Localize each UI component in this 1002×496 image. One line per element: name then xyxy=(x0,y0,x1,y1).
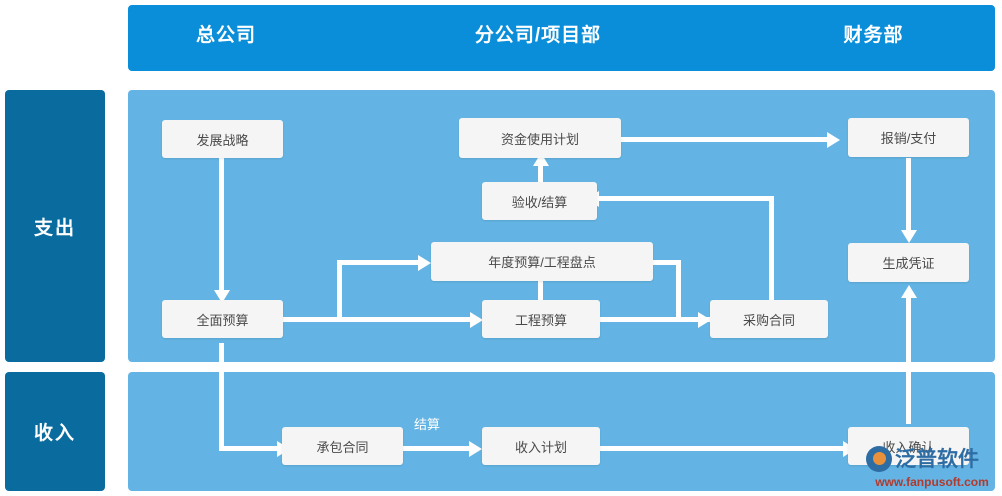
connector-fund-plan-to-reimbursement xyxy=(621,137,833,142)
connector-strategy-to-overall-budget xyxy=(219,158,224,294)
node-generate-voucher[interactable]: 生成凭证 xyxy=(848,243,969,282)
connector-purchase-contract-inlet xyxy=(676,317,710,322)
node-income-plan[interactable]: 收入计划 xyxy=(482,427,600,465)
arrowhead-overall-budget-to-project-budget xyxy=(470,312,483,328)
connector-annual-budget-dropper xyxy=(676,260,681,320)
connector-purchase-contract-to-acceptance xyxy=(597,196,772,201)
arrowhead-fund-plan-to-reimbursement xyxy=(827,132,840,148)
connector-overall-budget-to-project-budget xyxy=(283,317,476,322)
arrowhead-to-purchase-contract xyxy=(698,312,711,328)
connector-acceptance-to-fund-plan xyxy=(538,160,543,184)
connector-overall-budget-riser xyxy=(337,260,342,320)
node-reimbursement-payment[interactable]: 报销/支付 xyxy=(848,118,969,157)
connector-reimbursement-to-voucher xyxy=(906,158,911,234)
row-label-expense: 支出 xyxy=(5,90,105,362)
column-header-head-office: 总公司 xyxy=(195,24,256,46)
connector-overall-budget-to-contracting-riser xyxy=(219,343,224,451)
node-project-budget[interactable]: 工程预算 xyxy=(482,300,600,338)
arrowhead-strategy-to-overall-budget xyxy=(214,290,230,303)
arrowhead-reimbursement-to-voucher xyxy=(901,230,917,243)
connector-overall-budget-to-contracting xyxy=(219,446,282,451)
row-label-income: 收入 xyxy=(5,372,105,491)
arrowhead-overall-budget-to-annual-budget xyxy=(418,255,431,271)
connector-purchase-contract-riser xyxy=(769,196,774,300)
node-overall-budget[interactable]: 全面预算 xyxy=(162,300,283,338)
column-header-bar xyxy=(128,5,995,71)
connector-annual-budget-out xyxy=(653,260,681,265)
connector-contracting-to-income-plan xyxy=(403,446,475,451)
node-fund-usage-plan[interactable]: 资金使用计划 xyxy=(459,118,621,158)
column-header-branch-project: 分公司/项目部 xyxy=(474,24,602,46)
connector-income-confirmation-to-voucher xyxy=(906,292,911,424)
node-purchase-contract[interactable]: 采购合同 xyxy=(710,300,828,338)
connector-income-plan-to-income-confirmation xyxy=(600,446,850,451)
column-header-finance: 财务部 xyxy=(843,24,904,46)
node-acceptance-settlement[interactable]: 验收/结算 xyxy=(482,182,597,220)
arrowhead-income-confirmation-to-voucher xyxy=(901,285,917,298)
arrowhead-contracting-to-income-plan xyxy=(469,441,482,457)
connector-overall-budget-to-annual-budget xyxy=(337,260,423,265)
connector-project-budget-to-purchase-contract xyxy=(600,317,684,322)
connector-project-budget-to-annual-budget xyxy=(538,275,543,302)
node-income-confirmation[interactable]: 收入确认 xyxy=(848,427,969,465)
edge-label-settlement: 结算 xyxy=(414,417,441,432)
node-development-strategy[interactable]: 发展战略 xyxy=(162,120,283,158)
node-contracting-agreement[interactable]: 承包合同 xyxy=(282,427,403,465)
node-annual-budget-project-check[interactable]: 年度预算/工程盘点 xyxy=(431,242,653,281)
